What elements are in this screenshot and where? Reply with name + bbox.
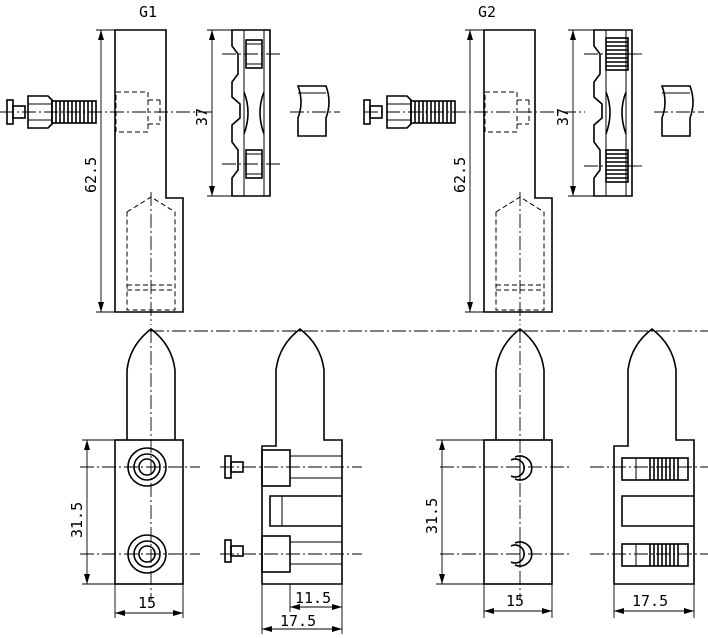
g2-screw <box>363 95 456 129</box>
g1-side-outer-value: 17.5 <box>280 612 316 630</box>
g1-side-inner-value: 11.5 <box>295 589 331 607</box>
g1-base-width-dimension: 15 <box>114 584 184 618</box>
g1-small-bolts <box>224 455 244 563</box>
g2-base-height-value: 31.5 <box>423 498 441 534</box>
g1-pitch-value: 37 <box>193 108 211 126</box>
g1-side-view <box>222 29 282 197</box>
g1-height-value: 62.5 <box>82 157 100 193</box>
g1-base-height-dimension: 31.5 <box>68 439 115 585</box>
g1-front-view <box>0 29 215 325</box>
g2-side-view <box>584 29 644 197</box>
g2-height-dimension: 62.5 <box>451 29 484 313</box>
g2-side-width-dimension: 17.5 <box>613 584 695 618</box>
g1-base-width-value: 15 <box>138 594 156 612</box>
g1-pitch-dimension: 37 <box>193 29 232 197</box>
g2-base-height-dimension: 31.5 <box>423 439 484 585</box>
g1-screw <box>6 95 97 129</box>
label-g2: G2 <box>478 3 496 21</box>
g1-bottom-front <box>80 327 200 600</box>
g2-side-width-value: 17.5 <box>632 592 668 610</box>
g2-base-width-value: 15 <box>506 592 524 610</box>
g2-pitch-value: 37 <box>554 108 572 126</box>
g2-front-view <box>364 29 585 325</box>
g1-base-height-value: 31.5 <box>68 502 86 538</box>
g1-bottom-side <box>220 327 362 585</box>
g2-bottom-side <box>590 327 708 585</box>
g2-bottom-front <box>440 327 570 600</box>
g1-height-dimension: 62.5 <box>82 29 115 313</box>
g1-nut <box>290 85 340 137</box>
label-g1: G1 <box>139 3 157 21</box>
g2-height-value: 62.5 <box>451 157 469 193</box>
g2-nut <box>654 85 704 137</box>
g1-side-dimensions: 11.5 17.5 <box>261 584 343 634</box>
g2-pitch-dimension: 37 <box>554 29 594 197</box>
g2-base-width-dimension: 15 <box>483 584 553 618</box>
